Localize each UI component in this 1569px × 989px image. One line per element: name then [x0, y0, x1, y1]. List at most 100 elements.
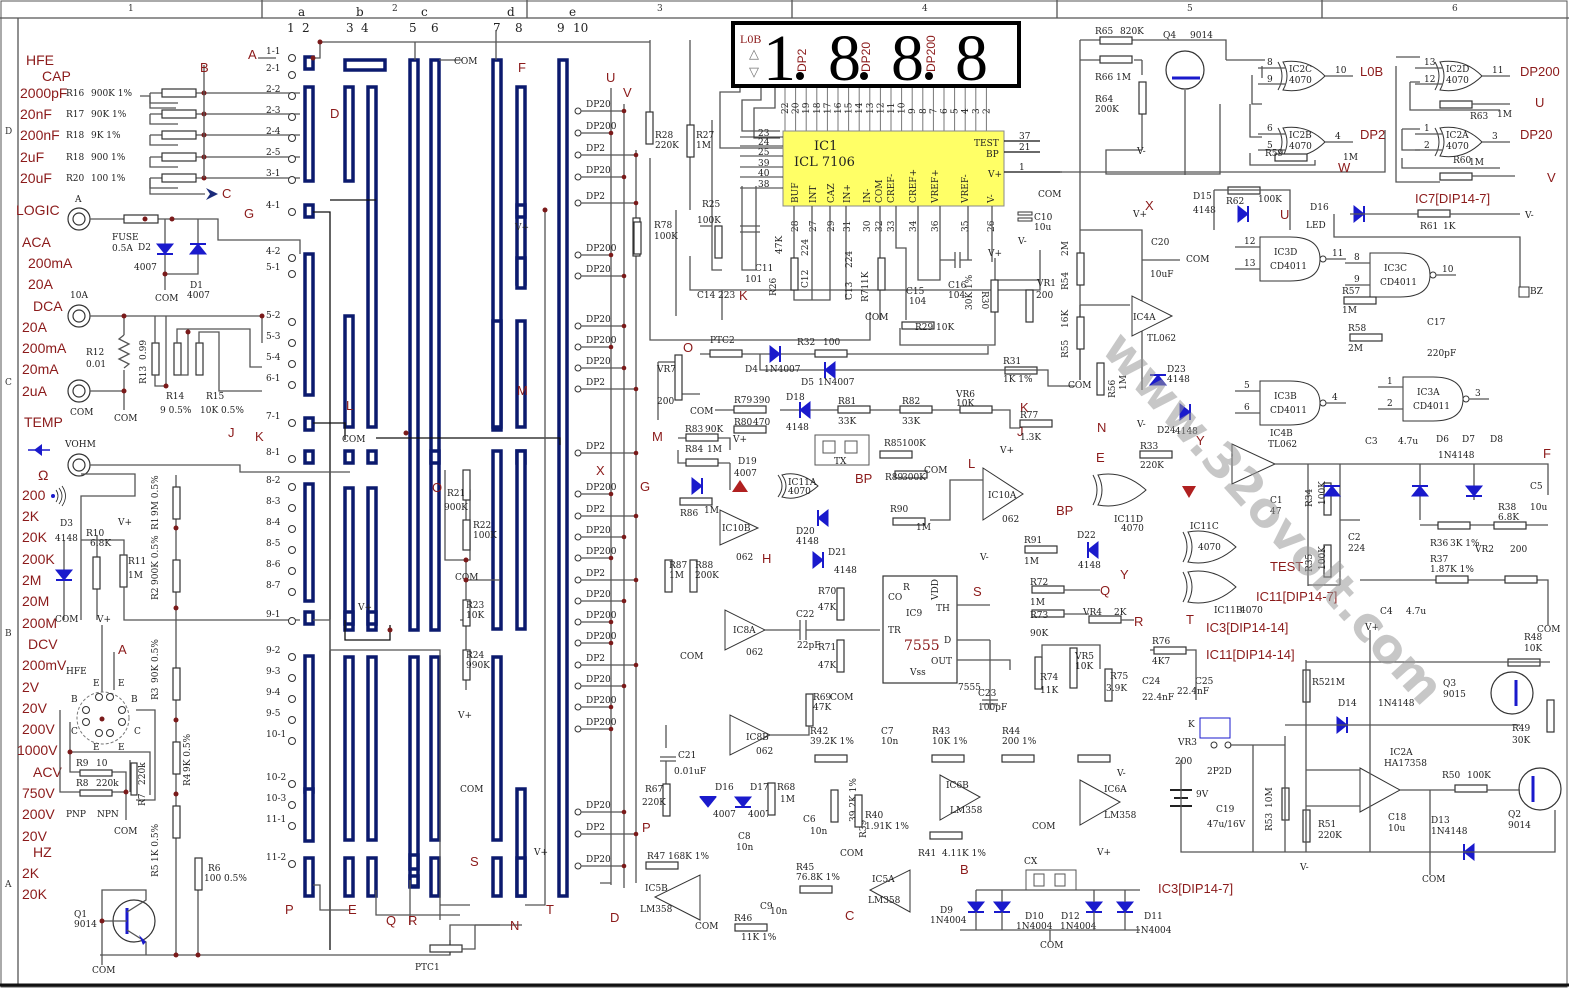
switch-blade[interactable] — [515, 449, 527, 631]
switch-blade[interactable] — [366, 449, 378, 465]
switch-blade[interactable] — [515, 856, 527, 898]
switch-blade[interactable] — [491, 655, 503, 842]
switch-blade[interactable] — [429, 856, 441, 898]
switch-blade[interactable] — [303, 482, 315, 603]
switch-contact[interactable] — [288, 54, 296, 62]
dp-contact[interactable] — [574, 830, 582, 838]
switch-contact[interactable] — [288, 339, 296, 347]
dp-contact[interactable] — [574, 129, 582, 137]
switch-blade[interactable] — [343, 856, 355, 898]
switch-blade[interactable] — [343, 314, 355, 429]
switch-blade[interactable] — [303, 416, 315, 432]
dp-contact[interactable] — [574, 343, 582, 351]
switch-blade[interactable] — [515, 85, 527, 286]
dp-contact[interactable] — [574, 639, 582, 647]
range-switch[interactable]: 1-12-12-22-32-42-53-14-14-25-15-25-35-46… — [228, 30, 650, 973]
switch-contact[interactable] — [288, 381, 296, 389]
dp-contact[interactable] — [574, 576, 582, 584]
switch-contact[interactable] — [288, 588, 296, 596]
switch-contact[interactable] — [288, 801, 296, 809]
dp-contact[interactable] — [574, 703, 582, 711]
switch-contact[interactable] — [288, 737, 296, 745]
switch-blade[interactable] — [343, 449, 355, 465]
switch-blade[interactable] — [366, 610, 378, 626]
switch-blade[interactable] — [303, 610, 315, 626]
switch-blade[interactable] — [303, 654, 315, 794]
switch-contact[interactable] — [288, 822, 296, 830]
switch-blade[interactable] — [408, 58, 420, 632]
switch-blade[interactable] — [343, 610, 355, 626]
switch-contact[interactable] — [288, 525, 296, 533]
switch-blade[interactable] — [429, 449, 441, 465]
jack-vohm[interactable] — [67, 453, 91, 477]
dp-contact[interactable] — [574, 618, 582, 626]
switch-contact[interactable] — [288, 716, 296, 724]
switch-blade[interactable] — [303, 203, 315, 219]
switch-blade[interactable] — [343, 58, 387, 72]
dp-contact[interactable] — [574, 554, 582, 562]
switch-contact[interactable] — [288, 208, 296, 216]
dp-contact[interactable] — [574, 449, 582, 457]
dp-contact[interactable] — [574, 173, 582, 181]
dp-contact[interactable] — [574, 251, 582, 259]
switch-contact[interactable] — [288, 176, 296, 184]
switch-contact[interactable] — [288, 254, 296, 262]
dp-contact[interactable] — [574, 725, 582, 733]
dp-contact[interactable] — [574, 682, 582, 690]
switch-blade[interactable] — [366, 486, 378, 632]
switch-blade[interactable] — [343, 655, 355, 842]
switch-blade[interactable] — [408, 853, 420, 871]
switch-contact[interactable] — [288, 674, 296, 682]
switch-blade[interactable] — [303, 55, 315, 71]
switch-contact[interactable] — [288, 318, 296, 326]
dp-contact[interactable] — [574, 533, 582, 541]
switch-contact[interactable] — [288, 113, 296, 121]
dp-contact[interactable] — [574, 364, 582, 372]
dp-contact[interactable] — [574, 107, 582, 115]
switch-blade[interactable] — [303, 449, 315, 465]
switch-blade[interactable] — [366, 85, 378, 429]
switch-contact[interactable] — [288, 617, 296, 625]
switch-blade[interactable] — [491, 856, 503, 898]
switch-contact[interactable] — [288, 546, 296, 554]
switch-blade[interactable] — [303, 856, 315, 898]
switch-blade[interactable] — [515, 256, 527, 290]
dp-contact[interactable] — [574, 151, 582, 159]
switch-blade[interactable] — [429, 58, 441, 632]
switch-blade[interactable] — [429, 655, 441, 842]
switch-contact[interactable] — [288, 504, 296, 512]
jack-com[interactable] — [67, 379, 91, 403]
switch-contact[interactable] — [288, 155, 296, 163]
switch-blade[interactable] — [366, 655, 378, 842]
dp-contact[interactable] — [574, 597, 582, 605]
switch-blade[interactable] — [515, 203, 527, 219]
dp-contact[interactable] — [574, 862, 582, 870]
dp-contact[interactable] — [574, 512, 582, 520]
switch-blade[interactable] — [303, 85, 315, 183]
switch-blade[interactable] — [491, 319, 503, 429]
switch-contact[interactable] — [288, 780, 296, 788]
jack-a[interactable] — [67, 207, 91, 231]
switch-contact[interactable] — [288, 860, 296, 868]
dp-contact[interactable] — [574, 661, 582, 669]
dp-contact[interactable] — [574, 808, 582, 816]
dp-contact[interactable] — [574, 490, 582, 498]
dp-contact[interactable] — [574, 322, 582, 330]
switch-blade[interactable] — [303, 787, 315, 843]
dp-contact[interactable] — [574, 272, 582, 280]
switch-contact[interactable] — [288, 419, 296, 427]
switch-blade[interactable] — [366, 856, 378, 898]
switch-blade[interactable] — [515, 319, 527, 429]
switch-contact[interactable] — [288, 71, 296, 79]
switch-contact[interactable] — [288, 360, 296, 368]
switch-blade[interactable] — [408, 874, 420, 888]
switch-contact[interactable] — [288, 134, 296, 142]
switch-blade[interactable] — [491, 449, 503, 631]
switch-blade[interactable] — [491, 58, 503, 432]
switch-contact[interactable] — [288, 695, 296, 703]
switch-blade[interactable] — [303, 252, 315, 397]
dp-contact[interactable] — [574, 385, 582, 393]
switch-blade[interactable] — [343, 486, 355, 632]
switch-blade[interactable] — [343, 85, 355, 183]
switch-contact[interactable] — [288, 455, 296, 463]
